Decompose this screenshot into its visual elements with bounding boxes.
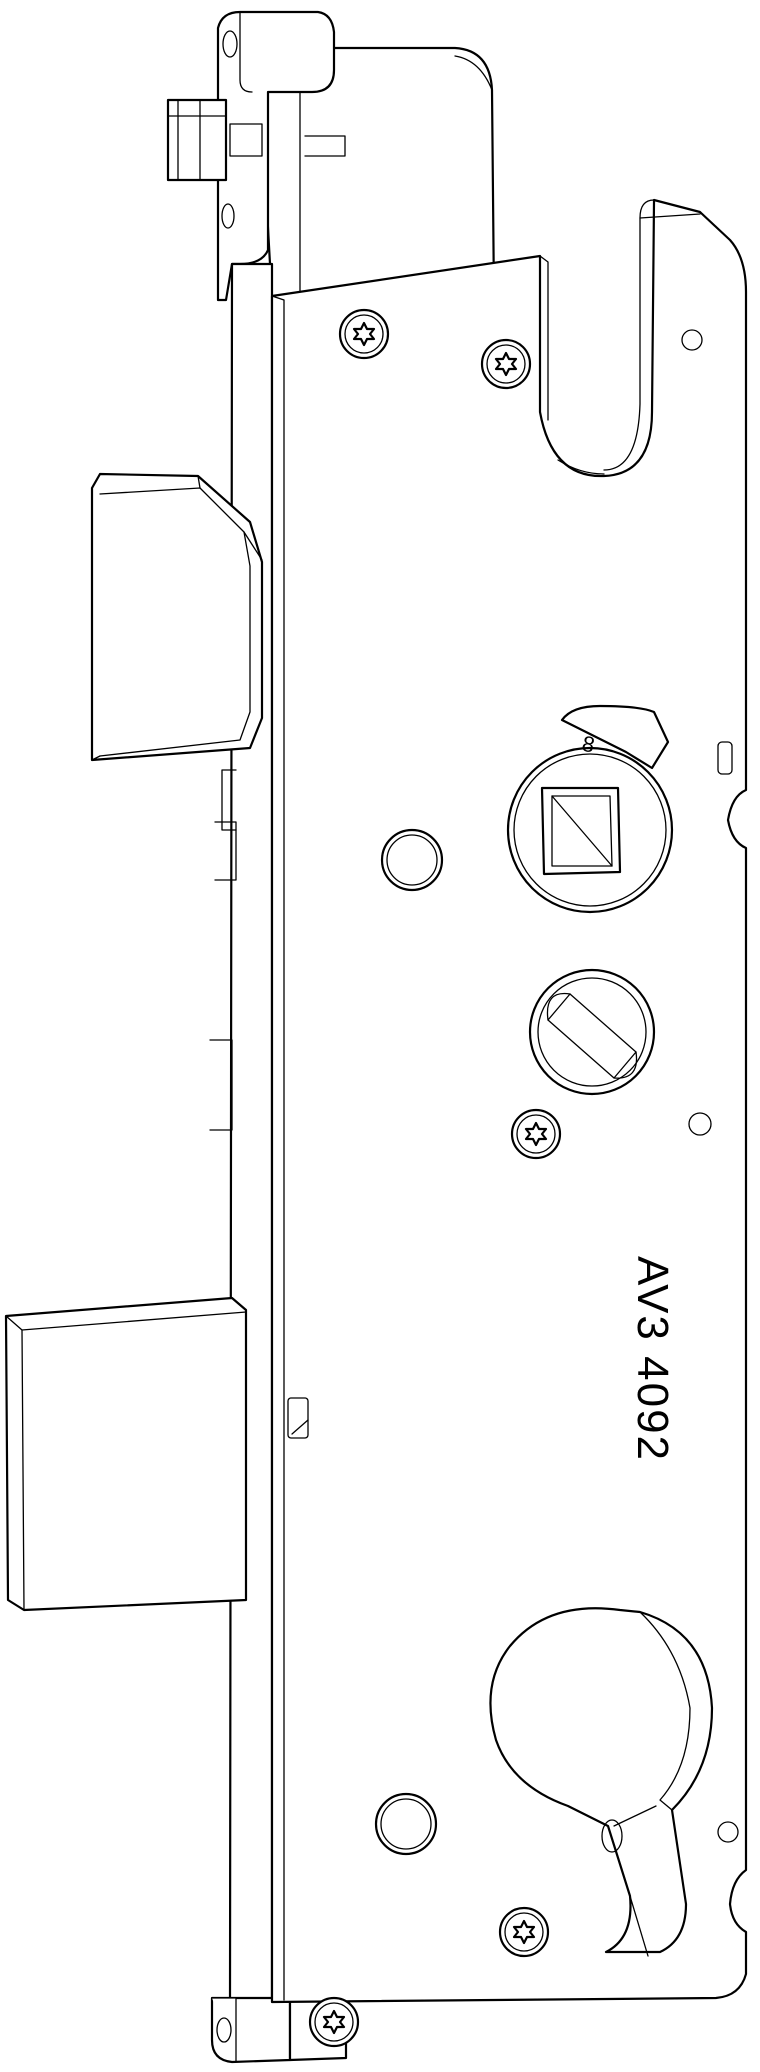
hole-2-inner <box>381 1799 431 1849</box>
lower-slot <box>288 1398 308 1438</box>
pin-hole-2 <box>689 1113 711 1135</box>
top-housing-block <box>258 48 494 300</box>
pin-hole-1 <box>682 330 702 350</box>
hole-1 <box>382 830 442 890</box>
dead-bolt <box>6 1298 246 1610</box>
torx-screw-icon <box>480 338 532 390</box>
follower-mark-label: 8 <box>580 731 597 758</box>
top-mounting-lug <box>168 12 334 300</box>
faceplate <box>272 200 746 2002</box>
torx-screw-icon <box>498 1906 550 1958</box>
lever-hub <box>530 970 654 1094</box>
latch-bolt <box>92 474 262 760</box>
cylinder-cutout <box>490 1608 712 1956</box>
torx-screw-icon <box>308 1996 360 2048</box>
follower-hub: 8 <box>508 706 672 912</box>
pin-hole-3 <box>718 1822 738 1842</box>
torx-screw-icon <box>338 308 390 360</box>
hole-2 <box>376 1794 436 1854</box>
upper-slot <box>718 742 732 774</box>
torx-screw-icon <box>510 1108 562 1160</box>
hole-1-inner <box>387 835 437 885</box>
model-code-label: AV3 4092 <box>628 1256 677 1462</box>
